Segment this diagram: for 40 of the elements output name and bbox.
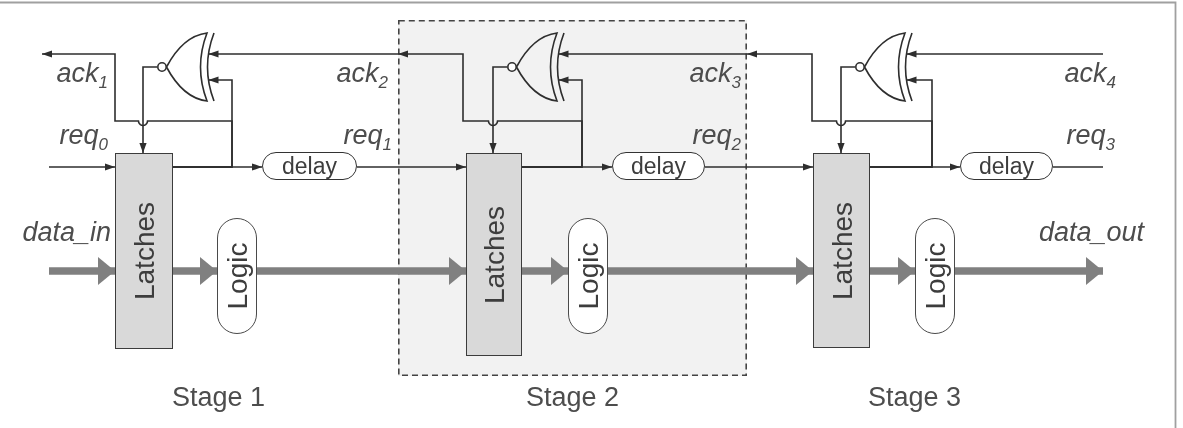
latch-label: Latches (478, 205, 510, 304)
latch-label: Latches (826, 201, 857, 300)
signal-arrow (869, 163, 961, 171)
signal-arrow (704, 163, 814, 171)
stage-label: Stage 2 (525, 382, 620, 412)
xnor-gate (157, 31, 216, 103)
xnor-gate (507, 31, 566, 103)
logic-block (915, 218, 955, 334)
signal-arrow (905, 50, 1104, 58)
latch-block (115, 153, 173, 349)
xnor-gate (855, 31, 914, 103)
stage-label: Stage 3 (868, 382, 962, 412)
latch-label: Latches (128, 201, 160, 301)
signal-arrow (48, 163, 116, 171)
delay-element (960, 152, 1053, 180)
signal-arrow (489, 66, 508, 154)
delay-element (612, 152, 705, 180)
data-arrow (522, 257, 568, 285)
signal-arrow (521, 163, 613, 171)
signal-wire (1052, 166, 1104, 168)
stage-label: Stage 1 (172, 382, 266, 412)
signal-arrow (139, 66, 158, 154)
data-arrow (173, 257, 217, 285)
logic-label: Logic (572, 242, 604, 310)
data-arrow (608, 257, 813, 285)
signal-arrow (172, 163, 263, 171)
delay-element (262, 152, 357, 180)
latch-block (813, 153, 870, 348)
delay-label: delay (282, 153, 337, 179)
data-arrow (257, 257, 466, 285)
logic-label: Logic (221, 242, 253, 310)
data-arrow (870, 257, 915, 285)
delay-label: delay (631, 153, 686, 179)
latch-block (466, 153, 522, 356)
logic-block (568, 218, 608, 334)
delay-label: delay (979, 153, 1034, 179)
signal-arrow (356, 163, 467, 171)
logic-label: Logic (919, 242, 951, 310)
logic-block (217, 218, 257, 334)
signal-arrow (837, 66, 856, 154)
